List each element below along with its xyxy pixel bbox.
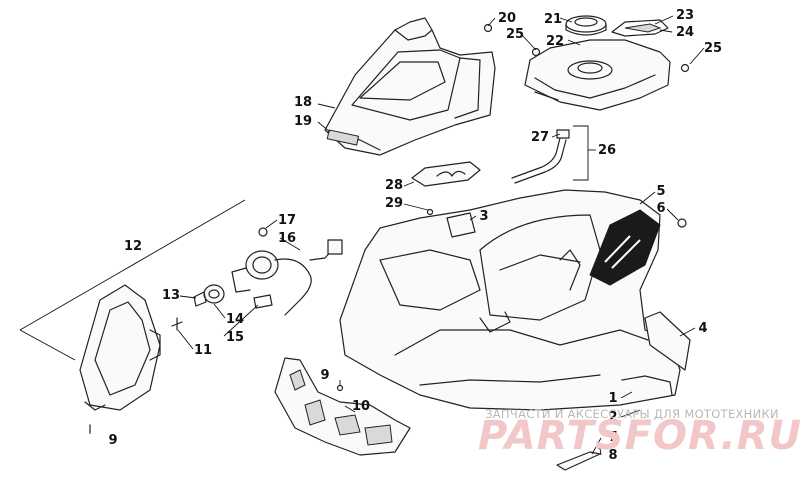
callout-3: 3 [479,209,488,224]
callout-15: 15 [226,330,244,345]
callout-6: 6 [656,201,665,216]
grille-part [274,357,411,456]
callouts: 20 25 21 22 23 24 25 18 19 27 26 28 29 3… [108,8,722,463]
leader-lines [19,15,705,456]
seat-part [324,17,496,156]
callout-9-left: 9 [108,433,117,448]
watermark-caption: ЗАПЧАСТИ И АКСЕССУАРЫ ДЛЯ МОТОТЕХНИКИ [485,407,779,421]
callout-22: 22 [546,34,564,49]
watermark: ЗАПЧАСТИ И АКСЕССУАРЫ ДЛЯ МОТОТЕХНИКИ PA… [478,407,800,459]
headlight-part [79,239,343,411]
callout-2: 2 [608,410,617,425]
callout-29: 29 [385,196,403,211]
callout-11: 11 [194,343,212,358]
callout-25-top: 25 [506,27,524,42]
callout-5: 5 [656,184,665,199]
decal-3-part [446,212,476,238]
callout-20: 20 [498,11,516,26]
callout-19: 19 [294,114,312,129]
callout-14: 14 [226,312,244,327]
fasteners [89,23,690,471]
vent-hose-part [511,129,570,184]
storage-tray-part [411,161,481,187]
callout-26: 26 [598,143,616,158]
side-panel-part [644,311,691,371]
callout-28: 28 [385,178,403,193]
callout-10: 10 [352,399,370,414]
front-body-part [339,189,681,411]
callout-17: 17 [278,213,296,228]
callout-1: 1 [608,391,617,406]
callout-4: 4 [698,321,707,336]
callout-7: 7 [608,430,617,445]
callout-16: 16 [278,231,296,246]
callout-12: 12 [124,239,142,254]
callout-9-mid: 9 [320,368,329,383]
callout-8: 8 [608,448,617,463]
callout-25-right: 25 [704,41,722,56]
callout-24: 24 [676,25,694,40]
callout-21: 21 [544,12,562,27]
callout-27: 27 [531,130,549,145]
callout-23: 23 [676,8,694,23]
callout-18: 18 [294,95,312,110]
watermark-logo: PARTSFOR.RU [478,413,800,459]
tank-cover-part [524,15,671,111]
callout-13: 13 [162,288,180,303]
